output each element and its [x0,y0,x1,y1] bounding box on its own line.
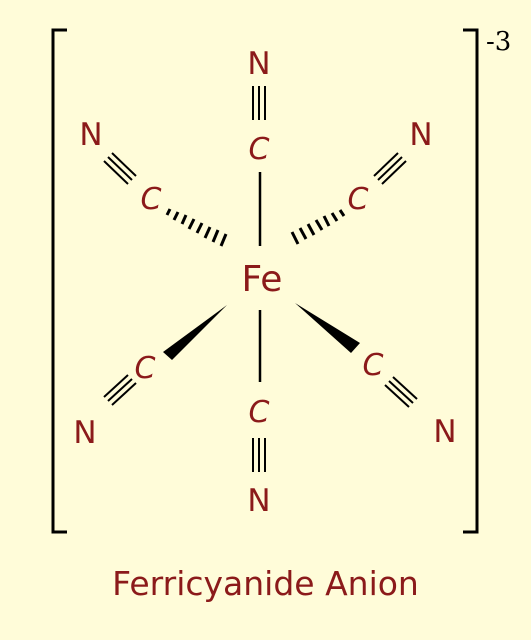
carbon-label-bottom: C [249,395,270,430]
ligand-upper-left: C N [79,117,228,247]
nitrogen-label-bottom: N [247,483,270,519]
wedge-bond-lower-right [295,303,360,353]
carbon-label-lower-right: C [363,348,384,383]
ligand-top: C N [247,46,271,246]
triple-bond-lower-left [103,374,137,406]
wedge-bond-lower-left [163,305,227,360]
nitrogen-label-lower-right: N [433,414,456,450]
ligand-bottom: C N [247,310,271,519]
ligand-upper-right: C N [290,117,433,245]
left-bracket [51,28,67,534]
triple-bond-top [252,86,266,120]
nitrogen-label-top: N [247,46,270,82]
triple-bond-upper-right [373,152,407,185]
triple-bond-upper-left [103,152,137,185]
carbon-label-top: C [249,132,270,167]
hashed-bond-upper-left [165,208,228,247]
triple-bond-bottom [252,438,266,472]
ligand-lower-right: C N [295,303,457,450]
iron-atom-label: Fe [242,259,283,300]
charge-label: -3 [486,27,511,57]
diagram-title: Ferricyanide Anion [112,564,419,603]
nitrogen-label-upper-right: N [409,117,432,153]
hashed-bond-upper-right [290,209,346,245]
ligand-lower-left: C N [73,305,227,451]
right-bracket [463,28,479,534]
carbon-label-upper-right: C [348,182,369,217]
nitrogen-label-upper-left: N [79,117,102,153]
triple-bond-lower-right [384,376,418,408]
nitrogen-label-lower-left: N [73,415,96,451]
carbon-label-upper-left: C [141,182,162,217]
carbon-label-lower-left: C [135,351,156,386]
